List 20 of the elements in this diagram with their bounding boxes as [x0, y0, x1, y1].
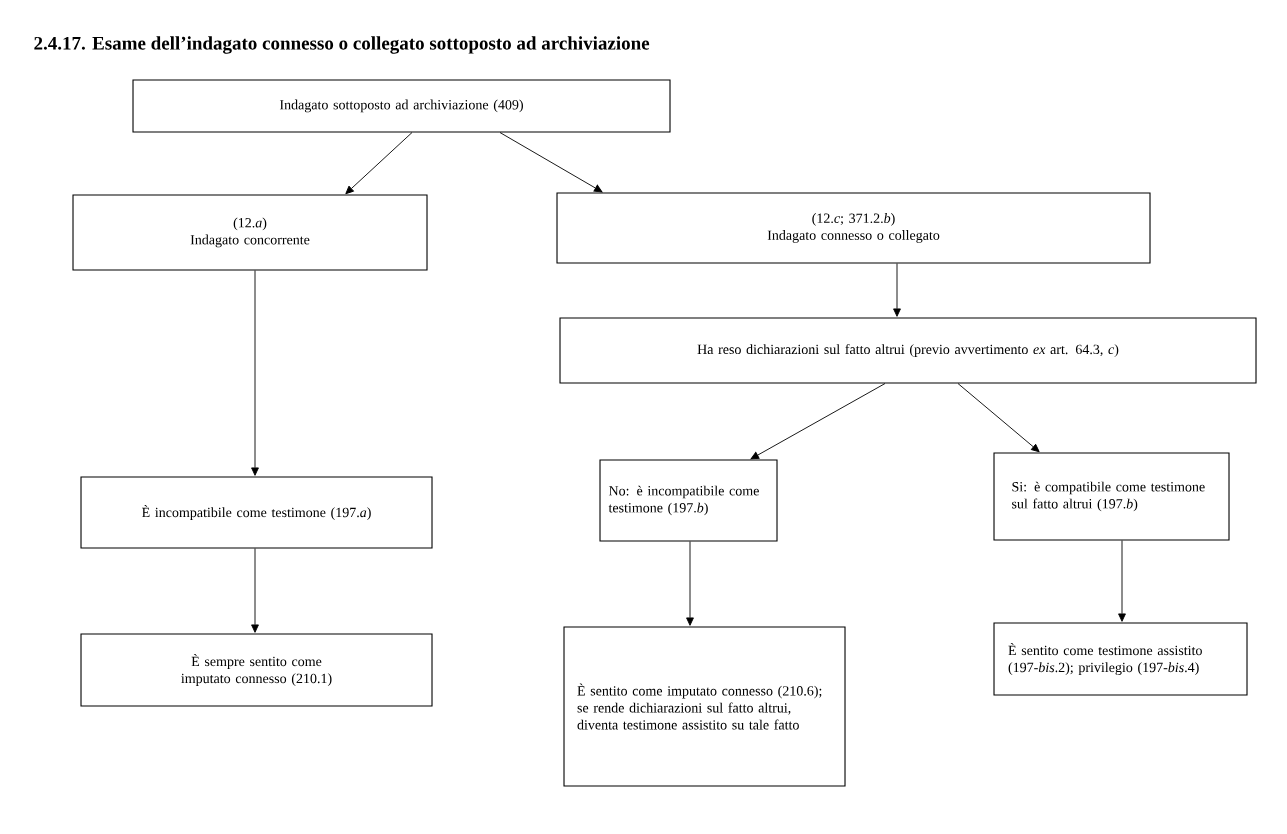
text-box: (12.a) Indagato concorrente — [72, 194, 428, 271]
arrow — [1118, 540, 1126, 622]
arrow — [686, 541, 694, 626]
arrow — [345, 132, 413, 195]
arrow — [893, 263, 901, 317]
text-box: È incompatibile come testimone (197.a) — [80, 476, 433, 549]
text-box: È sempre sentito come imputato connesso (210.1) — [80, 633, 433, 707]
arrow — [957, 383, 1040, 453]
arrow — [251, 270, 259, 476]
text-box: È sentito come testimone assistito (197-bis.2); privilegio (197-bis.4) — [993, 622, 1248, 696]
text-box: (12.c; 371.2.b) Indagato connesso o collegato — [556, 192, 1151, 264]
text-box: Si: è compatibile come testimone sul fatto altrui (197.b) — [993, 452, 1230, 541]
arrow — [750, 383, 886, 460]
arrow — [251, 548, 259, 633]
text-box: Indagato sottoposto ad archiviazione (409) — [132, 79, 671, 133]
text-box: No: è incompatibile come testimone (197.b) — [599, 459, 778, 542]
arrow — [499, 132, 603, 193]
text-box: Ha reso dichiarazioni sul fatto altrui (previo avvertimento ex art. 64.3, c) — [559, 317, 1257, 384]
title: 2.4.17. Esame dell’indagato connesso o collegato sottoposto ad archiviazione — [34, 36, 650, 54]
text-box: È sentito come imputato connesso (210.6); se rende dichiarazioni sul fatto altrui, diventa testimone assistito su tale fatto — [563, 626, 846, 787]
